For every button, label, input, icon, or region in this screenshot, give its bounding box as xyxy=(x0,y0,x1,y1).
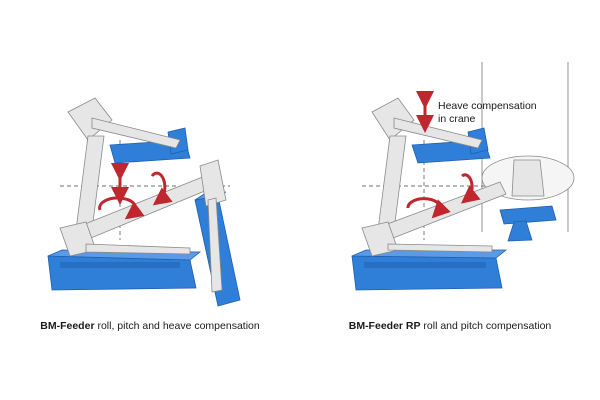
crane-wires xyxy=(481,62,569,232)
left-panel: BM-Feeder roll, pitch and heave compensa… xyxy=(0,97,300,332)
right-panel: Heave compensation in crane BM-Feeder RP… xyxy=(300,0,600,400)
right-caption-description: roll and pitch compensation xyxy=(420,320,552,332)
left-caption-description: roll, pitch and heave compensation xyxy=(94,320,260,332)
crane-coupling xyxy=(481,155,575,242)
blue-base-front xyxy=(351,249,508,291)
feeder-frame xyxy=(59,97,227,293)
right-caption: BM-Feeder RP roll and pitch compensation xyxy=(300,320,600,332)
bm-feeder-illustration xyxy=(47,97,241,307)
heave-compensation-note: Heave compensation in crane xyxy=(438,100,537,126)
left-caption: BM-Feeder roll, pitch and heave compensa… xyxy=(0,320,300,332)
note-line-1: Heave compensation xyxy=(438,100,537,112)
motion-arrows xyxy=(98,163,173,220)
note-line-2: in crane xyxy=(438,113,476,125)
bm-feeder-rp-illustration xyxy=(351,62,575,291)
right-caption-product: BM-Feeder RP xyxy=(348,320,421,332)
motion-arrows xyxy=(406,91,481,219)
left-caption-product: BM-Feeder xyxy=(40,320,95,332)
